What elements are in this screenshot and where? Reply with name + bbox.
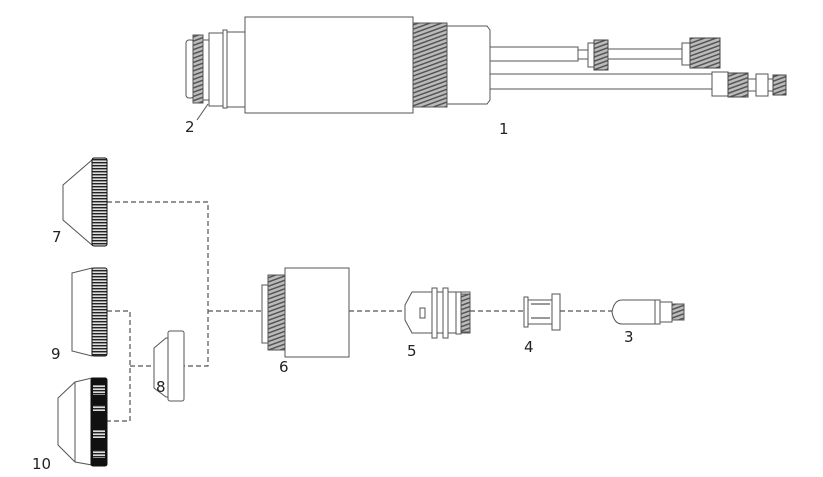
part-4-swirl-ring [523, 293, 561, 331]
part-label-7: 7 [52, 228, 62, 246]
part-7-shield-cap [62, 157, 108, 247]
part-2-leader-line [196, 103, 209, 121]
part-3-electrode [611, 299, 685, 325]
part-6-outer-retaining-cap [261, 267, 350, 358]
part-label-5: 5 [407, 342, 417, 360]
part-label-4: 4 [524, 338, 534, 356]
dashed-assembly-lines [107, 201, 612, 422]
part-label-2: 2 [185, 118, 195, 136]
part-label-1: 1 [499, 120, 509, 138]
part-label-6: 6 [279, 358, 289, 376]
part-1-torch-body [185, 16, 787, 114]
part-label-10: 10 [32, 455, 52, 473]
part-label-8: 8 [156, 378, 166, 396]
part-label-9: 9 [51, 345, 61, 363]
part-9-retaining-cap [71, 267, 108, 357]
part-8-deflector [153, 330, 185, 402]
part-label-3: 3 [624, 328, 634, 346]
part-10-retaining-cap [57, 377, 108, 467]
part-5-nozzle [404, 287, 471, 339]
